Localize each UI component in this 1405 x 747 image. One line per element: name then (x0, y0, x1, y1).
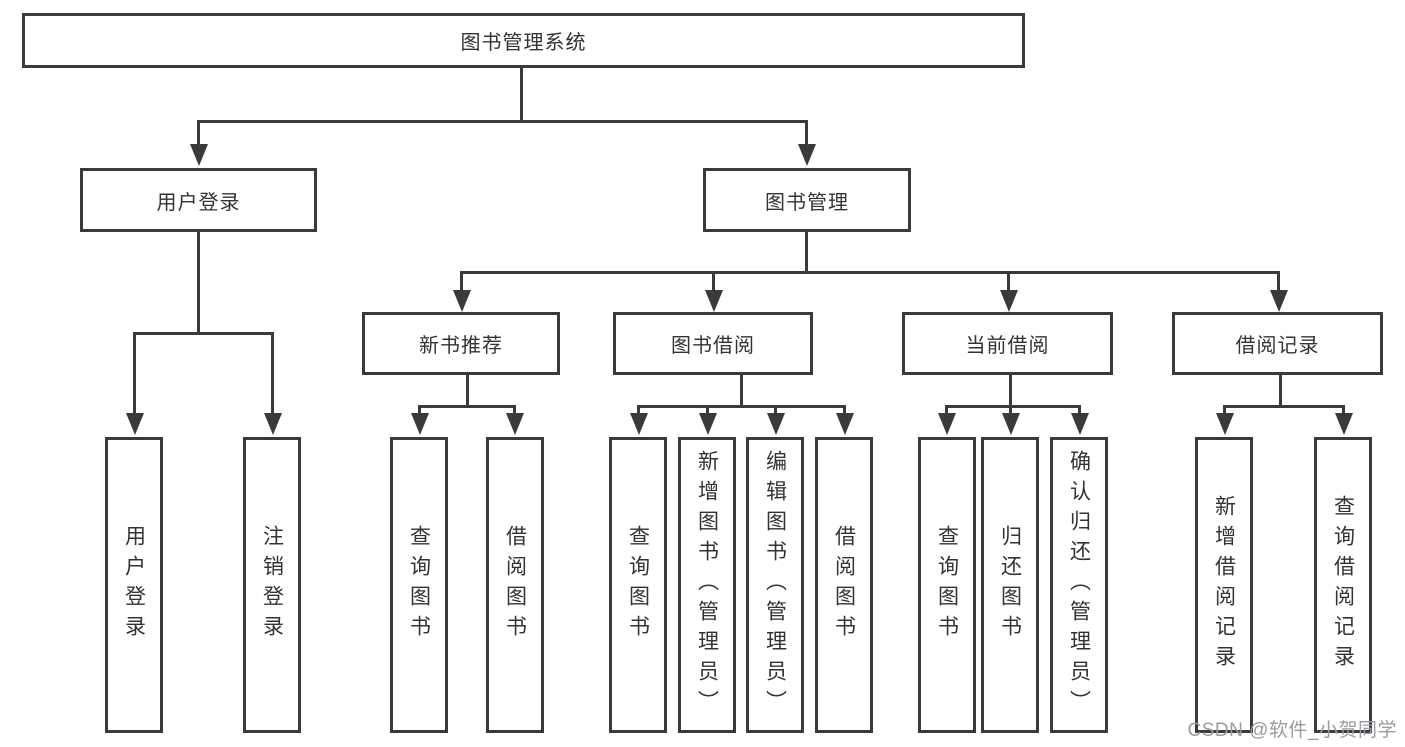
arrow-down-icon (411, 413, 429, 435)
leaf-edit-book-admin: 编辑图书（管理员） (746, 437, 804, 733)
node-label: 用户登录 (156, 191, 241, 214)
leaf-label: 新增借阅记录 (1212, 495, 1236, 675)
arrow-down-icon (938, 413, 956, 435)
connector-user-login-rail (133, 332, 274, 335)
leaf-add-borrow-record: 新增借阅记录 (1195, 437, 1253, 733)
leaf-add-book-admin: 新增图书（管理员） (678, 437, 736, 733)
connector-recommend-rail (418, 405, 516, 408)
connector-borrowing-rail (637, 405, 846, 408)
leaf-borrow-books-borrowing: 借阅图书 (815, 437, 873, 733)
connector-drop (1078, 405, 1081, 417)
leaf-user-login: 用户登录 (105, 437, 163, 733)
leaf-label: 用户登录 (122, 525, 146, 645)
connector-current-stem (1009, 373, 1012, 407)
arrow-down-icon (1216, 413, 1234, 435)
connector-book-mgmt-stem (805, 230, 808, 274)
connector-drop (133, 332, 136, 415)
watermark: CSDN @软件_小贺同学 (1187, 720, 1397, 741)
leaf-query-borrow-record: 查询借阅记录 (1314, 437, 1372, 733)
connector-level3-rail (460, 271, 1280, 274)
connector-current-rail (945, 405, 1081, 408)
node-label: 借阅记录 (1235, 335, 1320, 357)
connector-drop (1342, 405, 1345, 417)
leaf-logout: 注销登录 (243, 437, 301, 733)
arrow-down-icon (1002, 413, 1020, 435)
arrow-down-icon (1335, 413, 1353, 435)
arrow-down-icon (506, 413, 524, 435)
connector-drop (706, 405, 709, 417)
arrow-down-icon (190, 144, 208, 166)
arrow-down-icon (453, 290, 471, 312)
leaf-query-books-recommend: 查询图书 (390, 437, 448, 733)
leaf-label: 查询图书 (626, 525, 650, 645)
connector-drop (637, 405, 640, 417)
arrow-down-icon (699, 413, 717, 435)
connector-drop (1277, 271, 1280, 293)
leaf-label: 确认归还（管理员） (1067, 450, 1091, 720)
connector-drop (460, 271, 463, 293)
connector-drop (197, 120, 200, 150)
arrow-down-icon (798, 144, 816, 166)
connector-drop (1009, 405, 1012, 417)
connector-drop (843, 405, 846, 417)
node-label: 新书推荐 (419, 335, 503, 357)
node-label: 当前借阅 (965, 335, 1050, 357)
node-book-borrowing: 图书借阅 (613, 312, 813, 375)
arrow-down-icon (767, 413, 785, 435)
leaf-label: 注销登录 (260, 525, 284, 645)
leaf-label: 归还图书 (998, 525, 1022, 645)
arrow-down-icon (1270, 290, 1288, 312)
node-user-login: 用户登录 (80, 168, 317, 232)
connector-records-stem (1279, 373, 1282, 407)
connector-recommend-stem (466, 373, 469, 407)
connector-level2-rail (197, 120, 808, 123)
leaf-label: 新增图书（管理员） (695, 450, 719, 720)
connector-drop (1223, 405, 1226, 417)
leaf-label: 借阅图书 (832, 525, 856, 645)
arrow-down-icon (126, 413, 144, 435)
connector-drop (271, 332, 274, 415)
arrow-down-icon (264, 413, 282, 435)
leaf-borrow-books-recommend: 借阅图书 (486, 437, 544, 733)
connector-drop (418, 405, 421, 417)
node-root-library-system: 图书管理系统 (22, 13, 1025, 68)
arrow-down-icon (1071, 413, 1089, 435)
leaf-confirm-return-admin: 确认归还（管理员） (1050, 437, 1108, 733)
node-current-borrowing: 当前借阅 (902, 312, 1113, 375)
node-borrowing-records: 借阅记录 (1172, 312, 1383, 375)
connector-root-stem (520, 66, 523, 122)
leaf-label: 编辑图书（管理员） (763, 450, 787, 720)
connector-drop (774, 405, 777, 417)
arrow-down-icon (705, 290, 723, 312)
leaf-query-books-borrowing: 查询图书 (609, 437, 667, 733)
node-book-management: 图书管理 (703, 168, 911, 232)
node-label: 图书管理系统 (460, 32, 587, 54)
node-label: 图书借阅 (671, 335, 755, 357)
node-new-book-recommendation: 新书推荐 (362, 312, 560, 375)
connector-drop (1007, 271, 1010, 293)
leaf-query-books-current: 查询图书 (918, 437, 976, 733)
leaf-label: 查询图书 (935, 525, 959, 645)
leaf-label: 借阅图书 (503, 525, 527, 645)
connector-borrowing-stem (740, 373, 743, 407)
connector-drop (712, 271, 715, 293)
leaf-label: 查询借阅记录 (1331, 495, 1355, 675)
leaf-label: 查询图书 (407, 525, 431, 645)
arrow-down-icon (630, 413, 648, 435)
node-label: 图书管理 (765, 191, 849, 214)
connector-drop (513, 405, 516, 417)
connector-drop (945, 405, 948, 417)
arrow-down-icon (836, 413, 854, 435)
connector-records-rail (1223, 405, 1345, 408)
connector-user-login-stem (197, 230, 200, 335)
connector-drop (805, 120, 808, 150)
leaf-return-books: 归还图书 (981, 437, 1039, 733)
arrow-down-icon (1000, 290, 1018, 312)
